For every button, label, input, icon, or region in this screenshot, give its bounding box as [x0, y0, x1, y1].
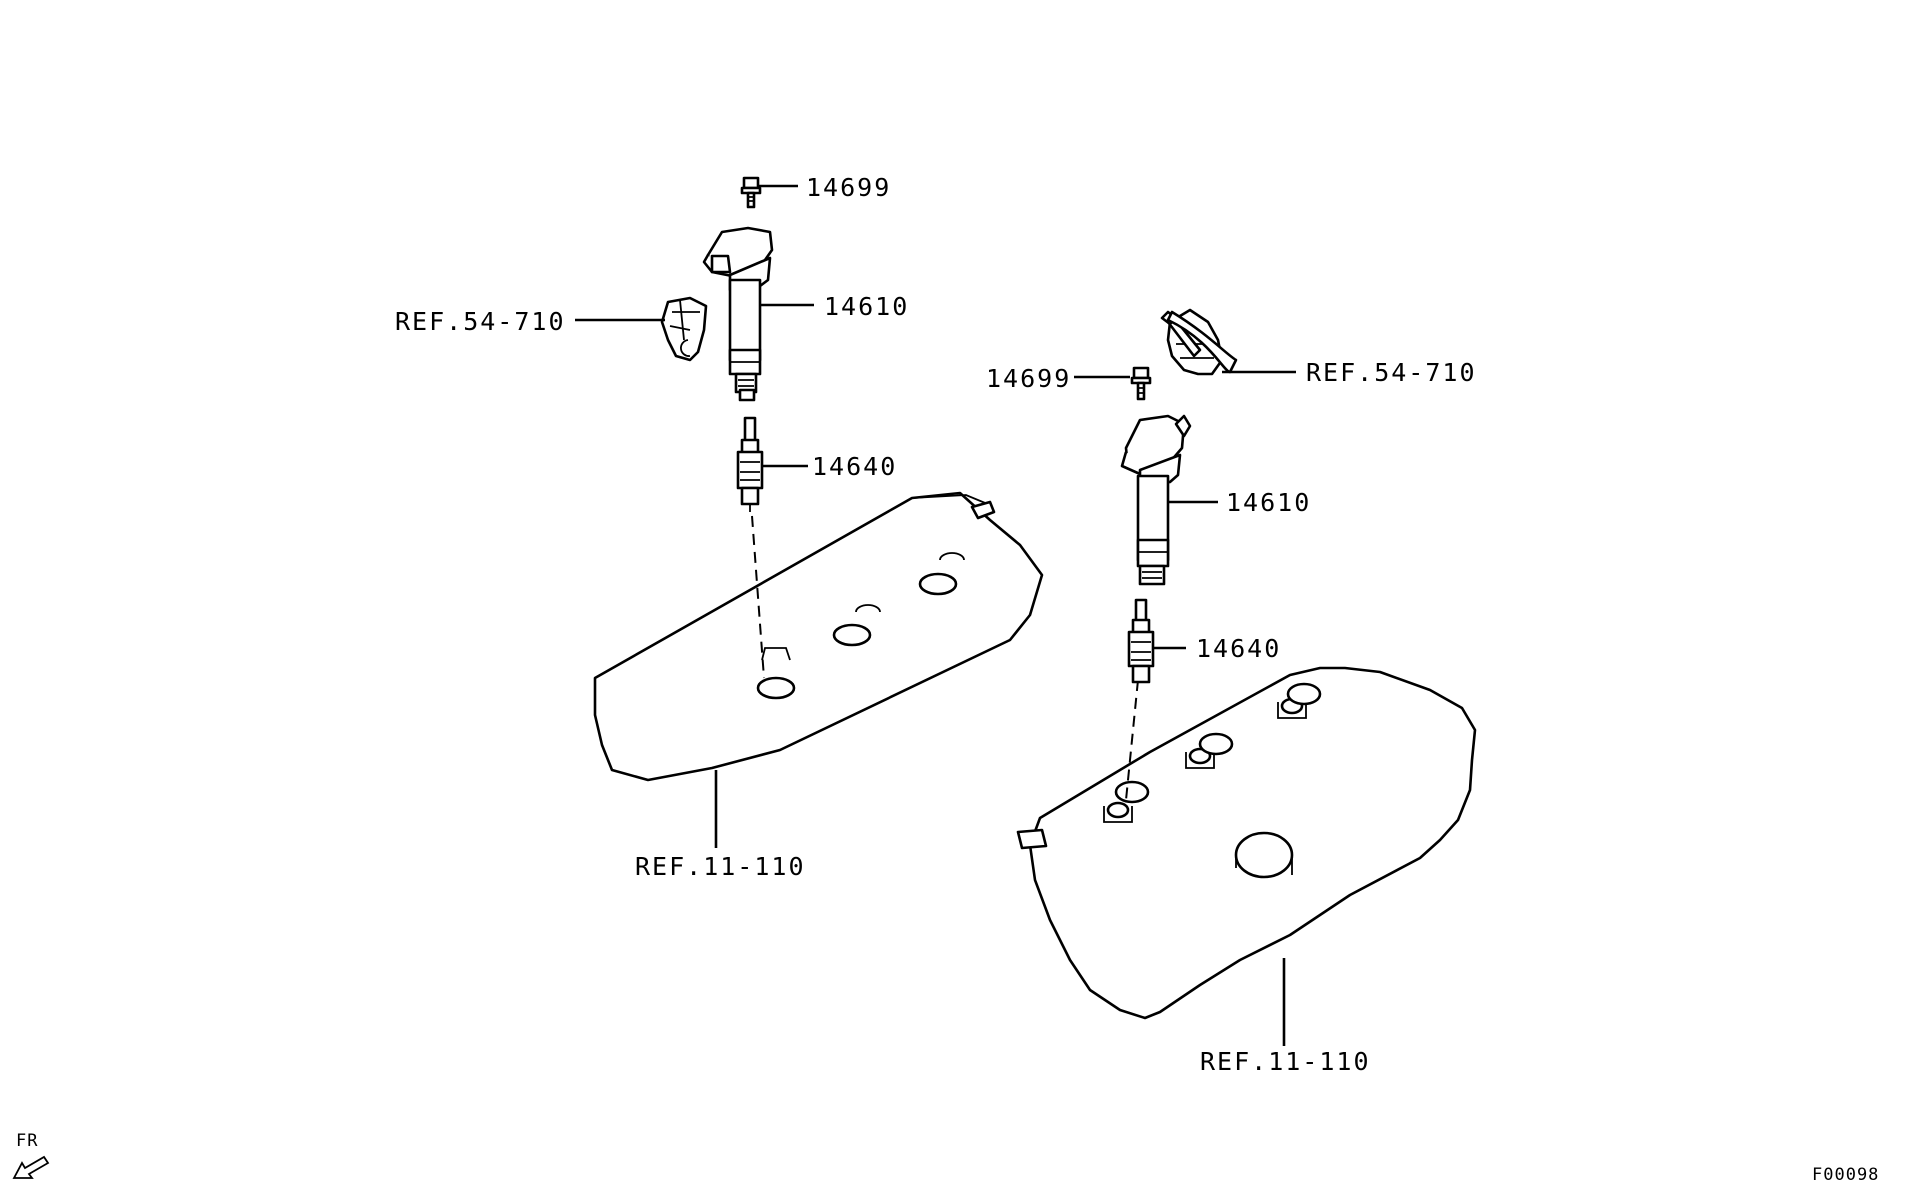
right-assembly: 14640 14610 14699	[986, 308, 1477, 1076]
left-alignment-line	[751, 515, 765, 679]
left-cover-ref: REF.11-110	[635, 852, 806, 881]
left-ignition-coil[interactable]	[702, 226, 774, 402]
front-arrow-icon	[12, 1155, 50, 1179]
right-connector-ref: REF.54-710	[1306, 358, 1477, 387]
right-ignition-coil[interactable]	[1120, 414, 1192, 586]
right-cover-ref: REF.11-110	[1200, 1047, 1371, 1076]
right-alignment-line	[1125, 679, 1139, 801]
right-bolt-label: 14699	[986, 364, 1071, 393]
right-spark-plug[interactable]	[1127, 598, 1155, 684]
right-bolt[interactable]	[1130, 366, 1152, 401]
right-coil-label: 14610	[1226, 488, 1311, 517]
left-valve-cover[interactable]	[593, 491, 1044, 782]
left-coil-label: 14610	[824, 292, 909, 321]
left-connector[interactable]	[660, 296, 708, 362]
left-bolt-label: 14699	[806, 173, 891, 202]
right-connector-cable	[1166, 310, 1238, 374]
right-valve-cover[interactable]	[1016, 666, 1477, 1020]
left-connector-ref: REF.54-710	[395, 307, 566, 336]
left-spark-plug[interactable]	[736, 416, 764, 512]
figure-code: F00098	[1812, 1165, 1879, 1185]
left-plug-label: 14640	[812, 452, 897, 481]
right-plug-label: 14640	[1196, 634, 1281, 663]
direction-indicator: FR	[12, 1131, 50, 1179]
direction-label: FR	[16, 1131, 38, 1151]
left-bolt[interactable]	[740, 176, 762, 209]
left-assembly: 14640 14610 14699	[395, 173, 1044, 881]
